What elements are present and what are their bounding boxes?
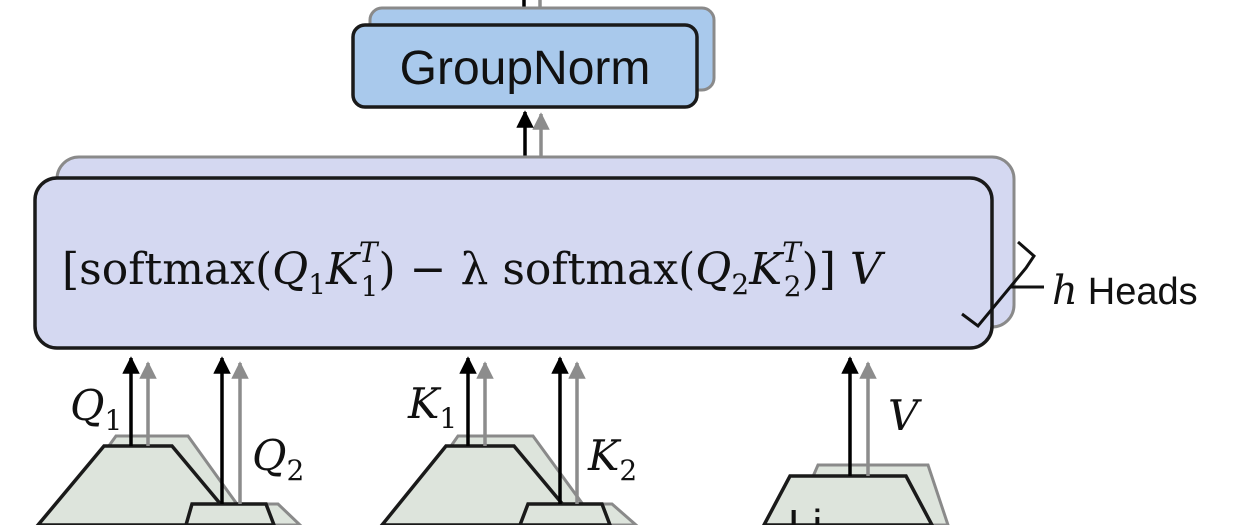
- label-k1: K1: [407, 379, 457, 435]
- linear-block-k-small: [518, 502, 612, 525]
- groupnorm-label: GroupNorm: [400, 42, 651, 95]
- input-arrows: [122, 356, 877, 504]
- label-v: V: [888, 391, 922, 440]
- groupnorm-block: GroupNorm: [351, 23, 699, 109]
- linear-block-q-small: [184, 502, 276, 525]
- label-q1: Q1: [70, 381, 122, 437]
- label-k2: K2: [587, 431, 637, 487]
- heads-bracket: [961, 240, 1044, 329]
- linear-block-q: [35, 444, 241, 525]
- linear-block-v: [762, 474, 934, 525]
- label-q2: Q2: [252, 431, 304, 487]
- linear-label-partial: Li: [788, 501, 822, 525]
- linear-blocks: [35, 444, 934, 525]
